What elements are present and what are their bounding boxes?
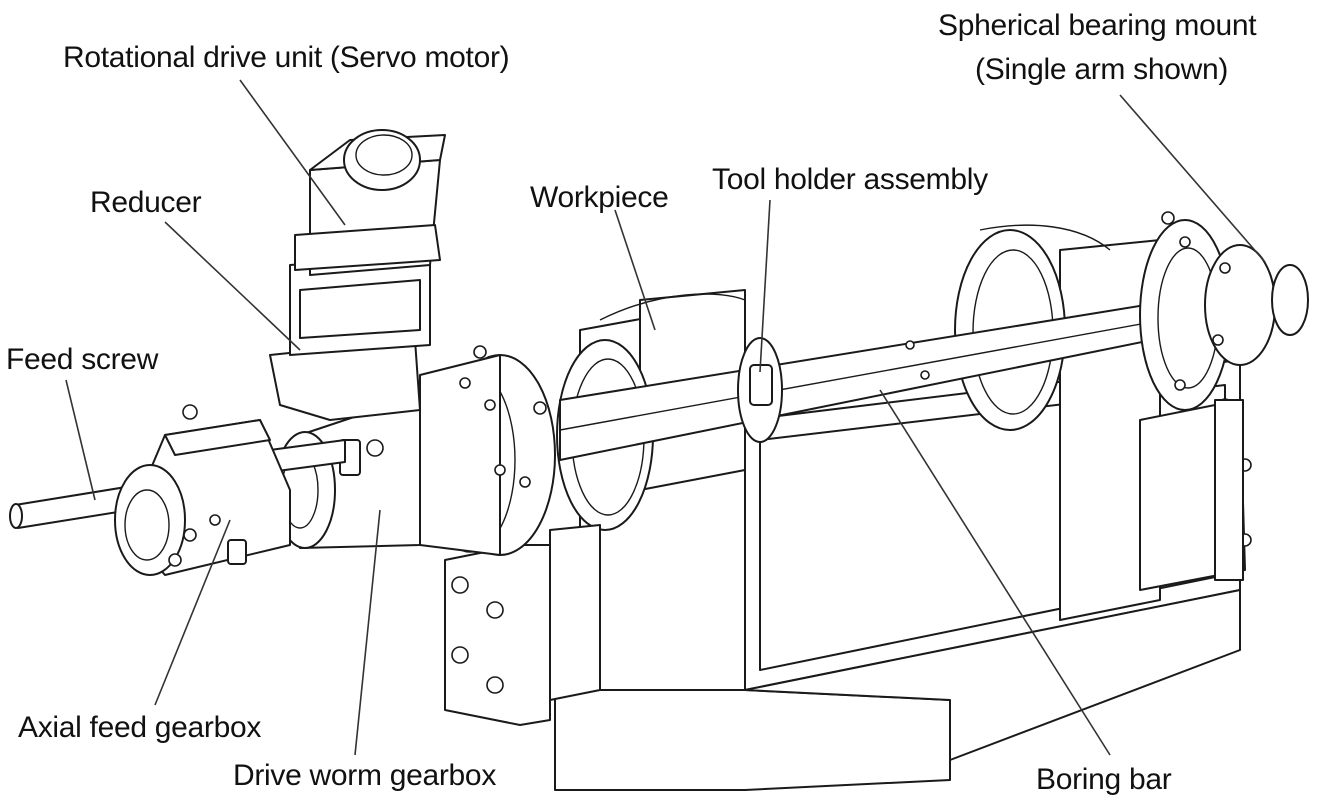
tool-holder (737, 337, 783, 443)
leader-reducer (164, 221, 301, 351)
label-feed-screw: Feed screw (6, 343, 159, 376)
label-spherical-bearing-mount-line1: Spherical bearing mount (938, 9, 1257, 42)
leader-drive-worm (354, 509, 381, 756)
label-spherical-bearing-mount-line2: (Single arm shown) (975, 53, 1229, 86)
label-axial-feed-gearbox: Axial feed gearbox (18, 711, 262, 744)
leader-feed-screw (65, 379, 96, 501)
leader-boring-bar (879, 389, 1111, 756)
servo-motor-and-reducer (269, 129, 446, 421)
leader-tool-holder (759, 199, 771, 373)
label-workpiece: Workpiece (530, 181, 669, 214)
label-reducer: Reducer (90, 186, 202, 219)
label-rotational-drive-unit: Rotational drive unit (Servo motor) (63, 41, 510, 74)
label-tool-holder-assembly: Tool holder assembly (712, 163, 988, 196)
leader-spherical-bearing (1119, 94, 1266, 263)
leader-axial-feed (154, 519, 231, 706)
label-boring-bar: Boring bar (1036, 763, 1172, 796)
leader-lines (65, 79, 1266, 756)
axial-feed-gearbox (9, 404, 346, 576)
leader-rotational-drive (239, 79, 346, 226)
label-drive-worm-gearbox: Drive worm gearbox (233, 759, 497, 792)
drive-worm-gearbox (274, 345, 601, 726)
spherical-bearing-mount (1139, 211, 1309, 591)
main-frame (554, 224, 1241, 791)
leader-workpiece (614, 209, 656, 331)
